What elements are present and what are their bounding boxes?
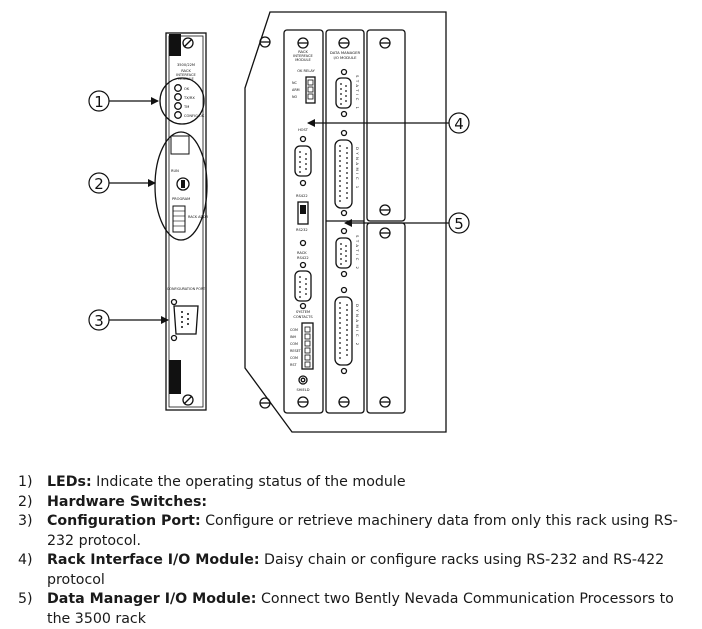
rack-addr-dip-switch [172,205,186,233]
contact-pin-com-3: COM [290,356,298,360]
rim-title-3: MODULE [295,58,311,62]
contact-pin-com-1: COM [290,328,298,332]
rs-mode-switch [297,201,309,225]
callout-3-number: 3 [94,312,104,330]
ok-relay-label: OK RELAY [297,69,315,73]
legend-term: Rack Interface I/O Module: [47,552,260,568]
relay-pin-nc: NC [292,81,298,85]
led-ok-icon [174,84,182,92]
legend-description: Configure or retrieve machinery data fro… [47,513,678,549]
dm-title-2: I/O MODULE [333,55,357,60]
switch-label-run: RUN [171,169,179,173]
panel-model-text: 3500/22M [177,63,195,67]
static-2-label: STATIC 2 [355,235,360,271]
rack-rs422-label-2: RS422 [297,256,309,260]
callout-5: 5 [344,212,470,234]
led-tm-icon [174,102,182,110]
shield-ground-icon [298,375,308,385]
callout-2: 2 [88,172,156,194]
rack-rs422-connector [294,270,312,302]
rs232-label: RS232 [296,228,308,232]
legend-item-4: 4) Rack Interface I/O Module: Daisy chain… [18,551,698,590]
legend-item-1: 1) LEDs: Indicate the operating status of… [18,473,698,493]
legend-term: Configuration Port: [47,513,201,529]
rim-title-2: INTERFACE [293,54,313,58]
system-contacts-label-2: CONTACTS [293,315,313,319]
host-port-connector [294,145,312,177]
rack-rs422-label-1: RACK [297,251,307,255]
dm-title-1: DATA MANAGER [330,50,361,55]
rs422-label: RS422 [296,194,308,198]
rim-title-1: RACK [298,50,308,54]
led-label-config-ok: CONFIG OK [184,114,205,118]
led-label-ok: OK [184,87,190,91]
callout-5-number: 5 [454,215,464,233]
front-panel-module: 3500/22M RACK INTERFACE MODULE OK TX/RX … [154,32,209,411]
legend-term: LEDs: [47,474,92,490]
static-2-connector [335,237,352,269]
legend-number: 3) [18,513,33,529]
led-group: OK TX/RX TM CONFIG OK [174,84,205,119]
legend-number: 2) [18,493,33,510]
keyswitch-icon [176,177,190,191]
module-diagram: 3500/22M RACK INTERFACE MODULE OK TX/RX … [88,11,470,433]
legend-number: 4) [18,552,33,568]
rack-addr-label: RACK ADDR [188,215,209,219]
led-label-tm: TM [183,105,189,109]
led-config-ok-icon [174,111,182,119]
contact-pin-rst: RST [290,363,298,367]
dynamic-2-connector [334,296,353,366]
shield-label: SHIELD [296,388,309,392]
system-contacts-label-1: SYSTEM [296,310,310,314]
static-1-connector [335,77,352,109]
legend-description: Daisy chain or configure racks using RS-… [47,552,665,588]
callout-1: 1 [88,90,159,112]
blank-slot-panel [366,29,406,414]
contact-pin-com-2: COM [290,342,298,346]
host-label: HOST [298,128,309,132]
relay-pin-arm: ARM [292,88,300,92]
legend-item-2: 2) Hardware Switches: [18,493,698,513]
contact-pin-reset: RESET [290,349,302,353]
data-manager-io-module: DATA MANAGER I/O MODULE STATIC 1 DYNAMIC… [325,29,365,414]
legend-number: 1) [18,474,33,490]
callout-4: 4 [307,112,470,134]
legend-item-5: 5)Data Manager I/O Module: Connect two B… [18,590,698,629]
switch-label-program: PROGRAM [172,197,190,201]
config-port-connector-icon [173,305,199,335]
legend-term: Hardware Switches: [47,493,208,510]
leds-highlight-ring [159,77,205,125]
legend-list: 1) LEDs: Indicate the operating status of… [18,473,698,629]
callout-3: 3 [88,309,169,331]
dynamic-1-connector [334,139,353,209]
legend-description: Indicate the operating status of the mod… [91,474,406,490]
static-1-label: STATIC 1 [355,75,360,111]
rack-interface-io-module: RACK INTERFACE MODULE OK RELAY NC ARM NO… [283,29,324,414]
dynamic-1-label: DYNAMIC 1 [355,147,360,191]
relay-pin-no: NO [292,95,298,99]
callout-4-number: 4 [454,115,464,133]
ok-relay-terminal [305,76,316,104]
system-contacts-terminal [301,322,314,370]
dynamic-2-label: DYNAMIC 2 [355,304,360,348]
panel-title-line-1: RACK [181,69,191,73]
rear-rack-outline [244,11,447,433]
legend-number: 5) [18,591,33,607]
legend-term: Data Manager I/O Module: [47,591,257,607]
callout-2-number: 2 [94,175,104,193]
legend-item-3: 3) Configuration Port: Configure or retri… [18,512,698,551]
panel-title-line-2: INTERFACE [176,73,196,77]
led-txrx-icon [174,93,182,101]
callout-1-number: 1 [94,93,104,111]
contact-pin-inh: INH [290,335,297,339]
config-port-label: CONFIGURATION PORT [167,287,206,291]
led-label-txrx: TX/RX [183,96,195,100]
